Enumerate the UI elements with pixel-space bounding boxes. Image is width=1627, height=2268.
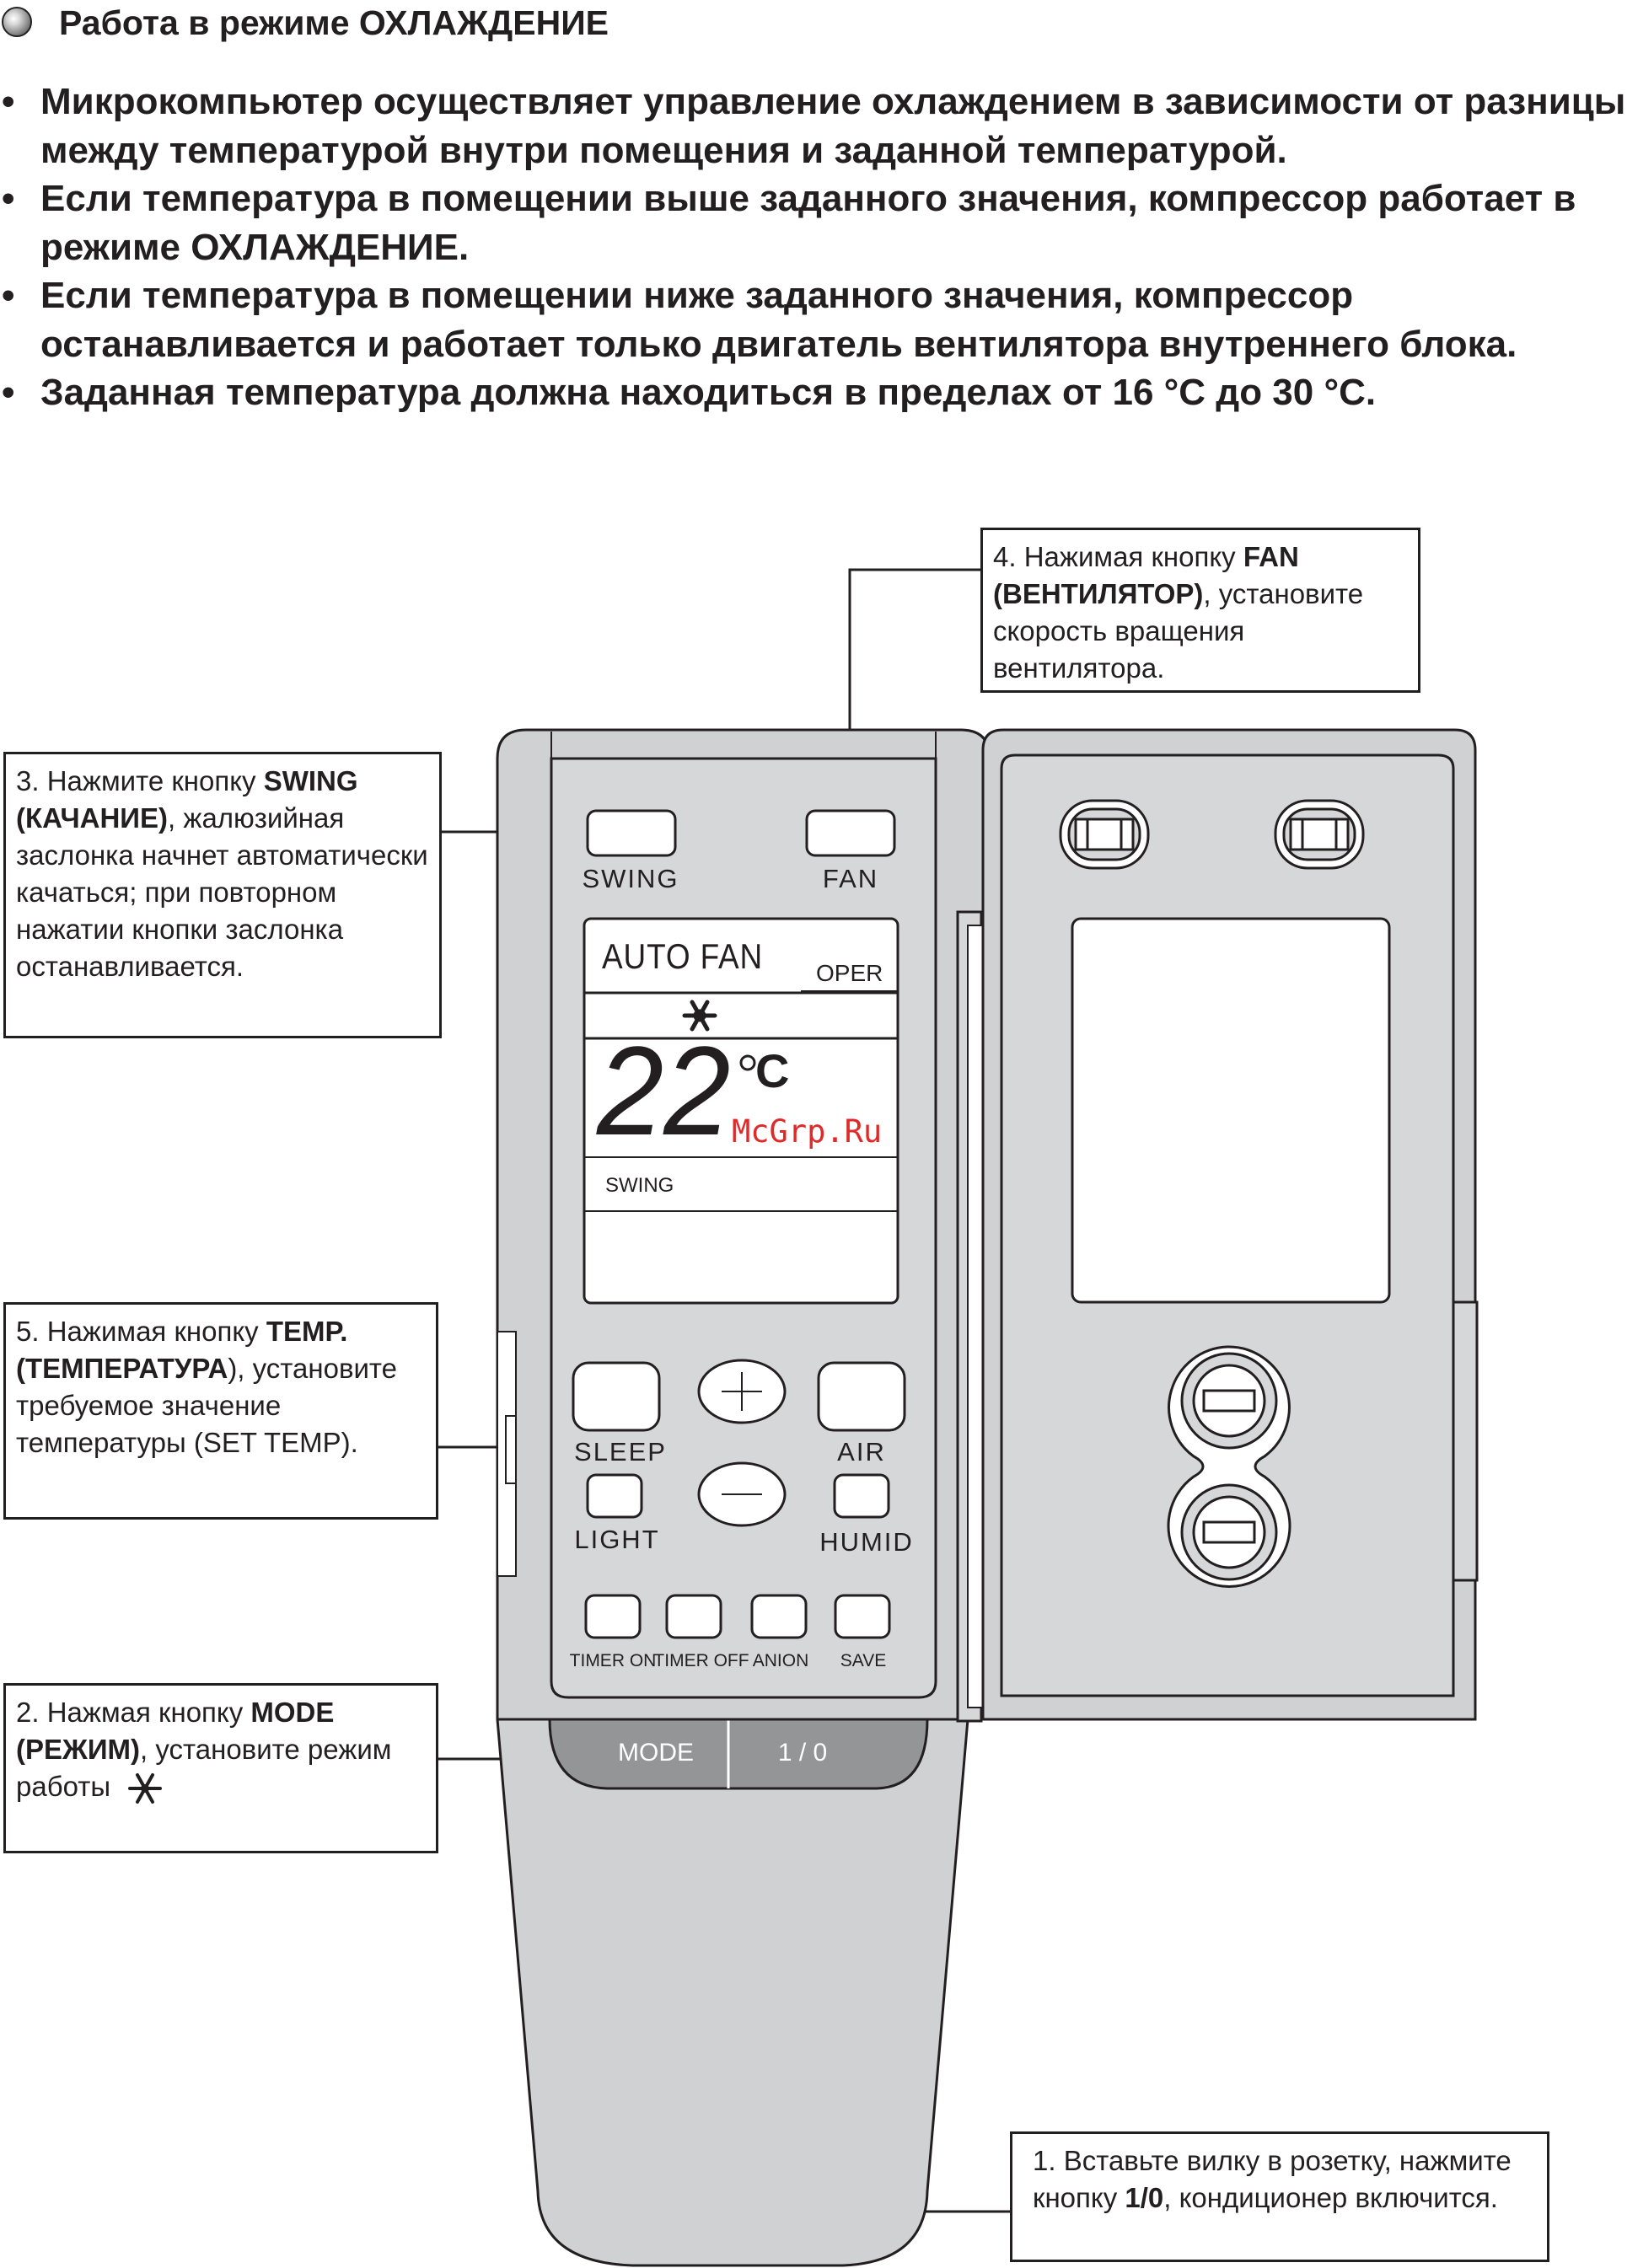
air-button-label: AIR [837, 1437, 886, 1466]
callout-step-3: 3. Нажмите кнопку SWING (КАЧАНИЕ), жалюз… [3, 752, 442, 1038]
callout-text: 3. Нажмите кнопку [16, 765, 264, 796]
page-title: Работа в режиме ОХЛАЖДЕНИЕ [59, 3, 609, 42]
bullet-item: Если температура в помещении ниже заданн… [0, 271, 1627, 368]
callout-text: ), установите требуемое значение темпера… [16, 1353, 398, 1458]
callout-button-name: (ВЕНТИЛЯТОР) [993, 578, 1204, 609]
callout-text: 2. Нажмая кнопку [16, 1697, 251, 1728]
clip-icon [1059, 799, 1150, 870]
clip-icon [1274, 799, 1365, 870]
callout-button-name: 1/0 [1125, 2182, 1164, 2213]
air-button[interactable] [817, 1361, 906, 1432]
callout-text: , кондиционер включится. [1163, 2182, 1498, 2213]
callout-text: 5. Нажимая кнопку [16, 1316, 266, 1347]
bullet-item: Если температура в помещении выше заданн… [0, 174, 1627, 271]
callout-text: , установите режим работы [16, 1734, 392, 1802]
bullet-item: Заданная температура должна находиться в… [0, 368, 1627, 417]
lcd-unit: C [755, 1044, 789, 1097]
callout-step-2: 2. Нажмая кнопку MODE (РЕЖИМ), установит… [3, 1683, 438, 1853]
snowflake-icon [128, 1773, 163, 1804]
callout-text: , жалюзийная заслонка начнет автоматичес… [16, 802, 428, 982]
sleep-button[interactable] [572, 1361, 661, 1432]
callout-text: 4. Нажимая кнопку [993, 541, 1243, 572]
callout-step-4: 4. Нажимая кнопку FAN (ВЕНТИЛЯТОР), уста… [980, 528, 1420, 693]
watermark: McGrp.Ru [732, 1113, 882, 1150]
callout-step-5: 5. Нажимая кнопку TEMP. (ТЕМПЕРАТУРА), у… [3, 1302, 438, 1520]
temp-up-button[interactable] [697, 1359, 787, 1424]
fan-button-label: FAN [823, 864, 878, 893]
round-bullet-icon [2, 7, 32, 37]
callout-button-name: TEMP. [266, 1316, 348, 1347]
callout-button-name: MODE [250, 1697, 335, 1728]
humid-button-label: HUMID [819, 1527, 914, 1557]
temp-down-button[interactable] [697, 1461, 787, 1527]
timer-on-button[interactable] [584, 1594, 642, 1639]
callout-step-1: 1. Вставьте вилку в розетку, нажмите кно… [1010, 2131, 1549, 2262]
timer-off-label: TIMER OFF [653, 1651, 749, 1670]
callout-button-name: (РЕЖИМ) [16, 1734, 141, 1765]
lcd-swing-text: SWING [605, 1174, 674, 1197]
lcd-display [583, 917, 899, 1305]
callout-text: , установите скорость вращения вентилято… [993, 578, 1364, 684]
light-button-label: LIGHT [574, 1525, 659, 1554]
snowflake-icon [682, 1000, 717, 1032]
callout-button-name: (КАЧАНИЕ) [16, 802, 169, 834]
lcd-temperature: 22 [596, 1021, 730, 1162]
lcd-fan-mode-text: AUTO FAN [602, 937, 763, 977]
save-label: SAVE [840, 1651, 886, 1670]
cover-latch-icon [1167, 1345, 1291, 1588]
degree-icon [739, 1054, 756, 1071]
anion-button[interactable] [750, 1594, 808, 1639]
lcd-oper-text: OPER [816, 960, 883, 986]
sleep-button-label: SLEEP [574, 1437, 667, 1466]
anion-label: ANION [753, 1651, 809, 1670]
callout-button-name: (ТЕМПЕРАТУРА [16, 1353, 228, 1384]
battery-cover [981, 728, 1479, 1721]
bullet-item: Микрокомпьютер осуществляет управление о… [0, 78, 1627, 174]
swing-button-label: SWING [582, 864, 679, 893]
fan-button[interactable] [805, 809, 896, 857]
save-button[interactable] [834, 1594, 891, 1639]
power-button[interactable] [732, 1723, 924, 1785]
mode-button[interactable] [556, 1723, 725, 1785]
hinge [956, 910, 984, 1723]
timer-on-label: TIMER ON [570, 1651, 657, 1670]
callout-button-name: SWING [263, 765, 358, 796]
bullet-list: Микрокомпьютер осуществляет управление о… [0, 78, 1627, 417]
light-button[interactable] [586, 1473, 643, 1519]
swing-button[interactable] [586, 809, 677, 857]
callout-text: 1. Вставьте вилку в розетку, нажмите кно… [1033, 2145, 1512, 2213]
callout-button-name: FAN [1243, 541, 1299, 572]
humid-button[interactable] [833, 1473, 890, 1519]
timer-off-button[interactable] [665, 1594, 722, 1639]
